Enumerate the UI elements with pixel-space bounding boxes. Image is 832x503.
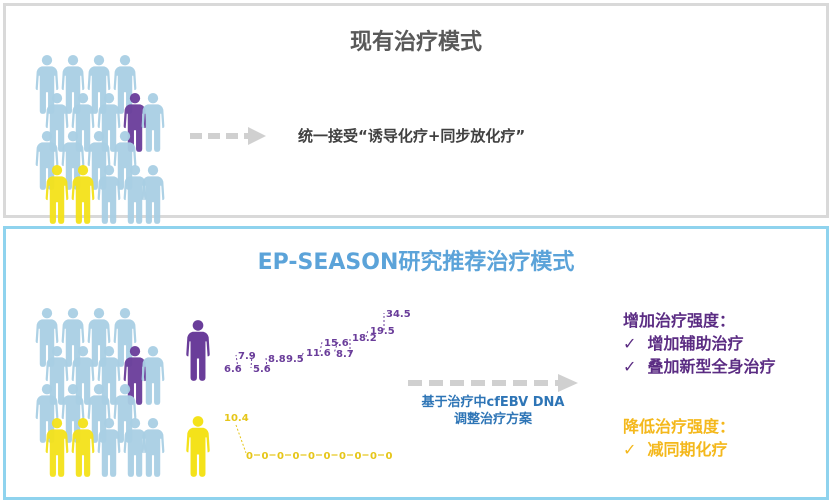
increase-item: ✓ 增加辅助治疗 <box>623 334 744 353</box>
yellow-value-label: 0 <box>308 451 315 462</box>
purple-value-label: 5.6 <box>253 364 271 375</box>
yellow-patient-icon <box>186 416 210 477</box>
purple-value-label: 19.5 <box>370 326 395 337</box>
arrow-caption-line2: 调整治疗方案 <box>453 412 532 427</box>
purple-value-label: 6.6 <box>224 364 242 375</box>
check-icon: ✓ <box>623 334 637 353</box>
patient-crowd-bottom <box>35 308 165 477</box>
decrease-intensity-block: 降低治疗强度： ✓ 减同期化疗 <box>623 415 735 461</box>
purple-patient-icon <box>186 320 210 381</box>
yellow-value-label: 0 <box>339 451 346 462</box>
dashed-arrow-top <box>190 127 266 145</box>
check-icon: ✓ <box>623 357 637 376</box>
yellow-value-label: 0 <box>262 451 269 462</box>
decrease-item: ✓ 减同期化疗 <box>623 440 728 459</box>
check-icon: ✓ <box>623 440 637 459</box>
increase-item: ✓ 叠加新型全身治疗 <box>623 357 776 376</box>
trend-connector <box>319 341 323 353</box>
yellow-value-label: 0 <box>370 451 377 462</box>
increase-intensity-block: 增加治疗强度： ✓ 增加辅助治疗 ✓ 叠加新型全身治疗 <box>623 309 776 378</box>
purple-value-label: 15.6 <box>324 338 349 349</box>
trend-connector <box>333 341 339 354</box>
trend-connector <box>235 424 247 454</box>
purple-value-label: 8.7 <box>336 349 354 360</box>
yellow-value-label: 0 <box>355 451 362 462</box>
purple-value-label: 18.2 <box>352 333 377 344</box>
trend-connector <box>299 351 305 359</box>
recommended-mode-title: EP-SEASON研究推荐治疗模式 <box>257 250 575 275</box>
purple-value-label: 34.5 <box>386 309 411 320</box>
trend-connector <box>265 357 268 369</box>
yellow-value-label: 0 <box>293 451 300 462</box>
increase-heading: 增加治疗强度： <box>623 311 736 330</box>
purple-value-label: 7.9 <box>238 351 256 362</box>
yellow-value-label: 10.4 <box>224 413 249 424</box>
yellow-value-label: 0 <box>386 451 393 462</box>
yellow-value-label: 0 <box>277 451 284 462</box>
current-mode-title: 现有治疗模式 <box>349 30 482 55</box>
purple-value-label: 8.8 <box>268 354 286 365</box>
trend-connector <box>365 329 369 338</box>
uniform-treatment-text: 统一接受“诱导化疗+同步放化疗” <box>298 127 526 145</box>
yellow-value-label: 0 <box>246 451 253 462</box>
purple-value-label: 11.6 <box>306 348 331 359</box>
yellow-value-label: 0 <box>324 451 331 462</box>
arrow-caption: 基于治疗中cfEBV DNA 调整治疗方案 <box>398 394 588 428</box>
decrease-heading: 降低治疗强度： <box>623 417 736 436</box>
patient-crowd-top <box>35 55 165 224</box>
purple-value-label: 9.5 <box>286 354 304 365</box>
dashed-arrow-bottom <box>408 374 578 392</box>
arrow-caption-line1: 基于治疗中cfEBV DNA <box>421 395 565 410</box>
current-mode-panel: 现有治疗模式 统一接受“诱导化疗+同步放化疗” <box>3 3 829 224</box>
